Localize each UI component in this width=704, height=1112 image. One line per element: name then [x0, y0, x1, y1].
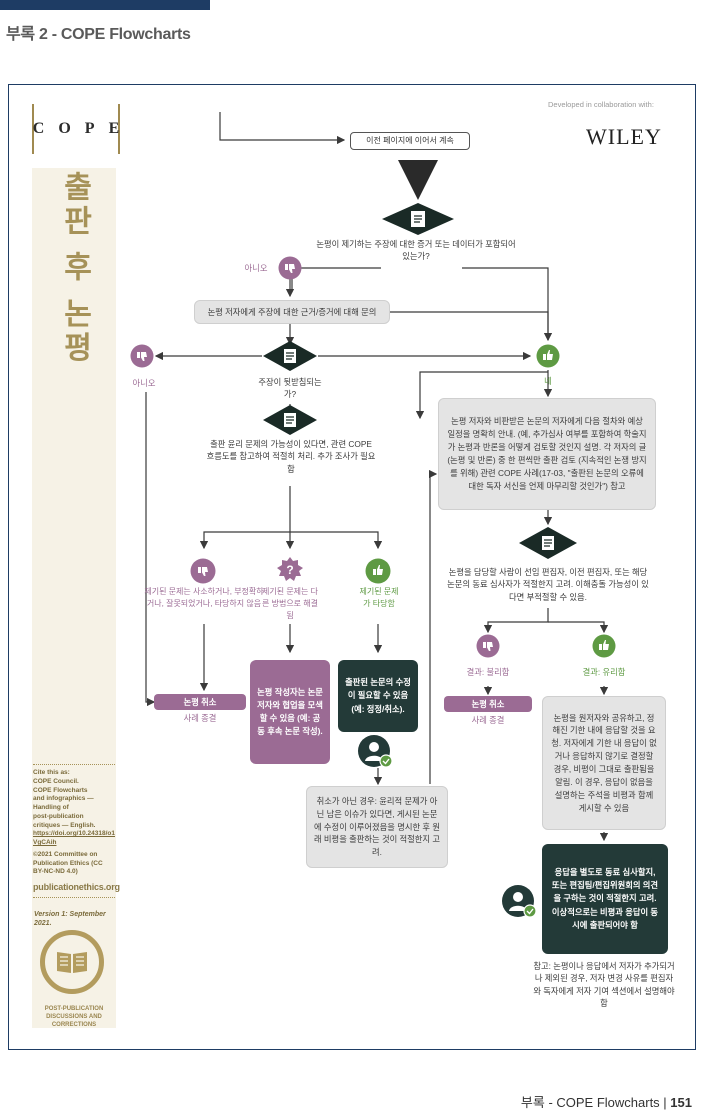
cite-line: Cite this as: — [33, 769, 70, 776]
cite-line: post-publication — [33, 812, 84, 820]
logo-letter-p: P — [84, 120, 95, 137]
branch-resolved: 제기된 문제는 다른 방법으로 해결됨 — [262, 587, 318, 620]
book-badge-icon — [40, 930, 104, 994]
correction-box: 출판된 논문의 수정이 필요할 수 있음 (예: 정정/취소). — [338, 660, 418, 732]
person-check-icon — [502, 885, 537, 918]
start-node: 이전 페이지에 이어서 계속 — [350, 132, 470, 150]
logo-letter-c: C — [32, 120, 45, 137]
author-change-note: 참고: 논평이나 응답에서 저자가 추가되거나 제외된 경우, 저자 변경 사유… — [533, 961, 675, 1009]
peer-review-box: 응답을 별도로 동료 심사할지, 또는 편집팀/편집위원회의 의견을 구하는 것… — [542, 844, 668, 954]
cite-line: COPE Flowcharts — [33, 786, 88, 794]
document-icon — [542, 536, 554, 550]
cite-line: and infographics — — [33, 795, 94, 803]
question-supported: 주장이 뒷받침되는가? — [258, 377, 322, 400]
branch-valid: 제기된 문제가 타당함 — [359, 587, 399, 608]
ethics-check-text: 출판 윤리 문제의 가능성이 있다면, 관련 COPE 흐름도를 참고하여 적절… — [206, 439, 376, 474]
cite-line: Handling of — [33, 804, 69, 812]
question-evidence: 논평이 제기하는 주장에 대한 증거 또는 데이터가 포함되어 있는가? — [316, 239, 516, 262]
result-unfavorable: 결과: 불리함 — [466, 667, 510, 677]
logo-letter-o: O — [58, 120, 71, 137]
puzzle-star-icon: ? — [277, 557, 303, 581]
ask-author-box: 논평 저자에게 주장에 대한 근거/증거에 대해 문의 — [194, 300, 390, 324]
decision-diamond-2 — [263, 341, 317, 371]
document-icon — [284, 349, 296, 363]
doi-link[interactable]: https://doi.org/10.24318/o1VgCAih — [33, 830, 115, 847]
decision-diamond-3 — [263, 405, 317, 435]
sidebar-title: 출판 후 논평 — [32, 168, 116, 368]
developed-with-text: Developed in collaboration with: — [548, 100, 654, 109]
decision-diamond-4 — [519, 527, 577, 559]
version-text: Version 1: September 2021. — [34, 911, 106, 928]
thumbs-down-icon — [130, 344, 154, 368]
cite-line: COPE Council. — [33, 777, 79, 785]
thumbs-up-icon — [536, 344, 560, 368]
logo-letter-e: E — [108, 120, 120, 137]
thumbs-up-icon — [365, 558, 391, 584]
cope-logo: C O P E — [32, 104, 120, 154]
sidebar-title-text: 출판 후 논평 — [58, 170, 91, 366]
footer-label: 부록 - COPE Flowcharts | — [520, 1095, 671, 1110]
cancel-comment-left: 논평 취소 — [154, 694, 246, 710]
page-number: 151 — [670, 1095, 692, 1110]
thumbs-up-icon — [592, 634, 616, 658]
wiley-logo: WILEY — [586, 124, 662, 149]
thumbs-down-icon — [278, 256, 302, 280]
top-accent-bar — [0, 0, 210, 10]
no-label: 아니오 — [132, 378, 156, 388]
svg-text:?: ? — [286, 563, 293, 577]
page-footer: 부록 - COPE Flowcharts | 151 — [521, 1092, 692, 1111]
cite-line: critiques — English. — [33, 821, 96, 829]
case-closed-left: 사례 종결 — [183, 713, 217, 723]
thumbs-down-icon — [190, 558, 216, 584]
flowchart-frame — [8, 84, 696, 1050]
thumbs-down-icon — [476, 634, 500, 658]
case-closed-right: 사례 종결 — [471, 715, 505, 725]
non-retraction-box: 취소가 아닌 경우: 윤리적 문제가 아닌 남은 이슈가 있다면, 게시된 논문… — [306, 786, 448, 868]
cancel-comment-right: 논평 취소 — [444, 696, 532, 712]
yes-label: 네 — [544, 376, 552, 386]
site-link[interactable]: publicationethics.org — [33, 882, 120, 893]
no-label: 아니오 — [244, 263, 268, 273]
process-guidance-box: 논평 저자와 비판받은 논문의 저자에게 다음 절차와 예상 일정을 명확히 안… — [438, 398, 656, 510]
person-check-icon — [358, 735, 393, 768]
result-favorable: 결과: 유리함 — [582, 667, 626, 677]
share-with-author-box: 논평을 원저자와 공유하고, 정해진 기한 내에 응답할 것을 요청. 저자에게… — [542, 696, 666, 830]
assign-editor-text: 논평을 담당할 사람이 선임 편집자, 이전 편집자, 또는 해당 논문의 동료… — [447, 567, 649, 602]
decision-diamond-1 — [382, 203, 454, 235]
badge-caption: POST-PUBLICATION DISCUSSIONS AND CORRECT… — [44, 1006, 104, 1028]
citation-block: Cite this as: COPE Council. COPE Flowcha… — [33, 764, 120, 899]
page-header: 부록 2 - COPE Flowcharts — [6, 26, 191, 43]
sidebar-panel — [32, 168, 116, 1028]
document-icon — [284, 413, 296, 427]
copyright-text: ©2021 Committee on Publication Ethics (C… — [33, 850, 103, 876]
document-icon — [411, 211, 425, 227]
branch-minor: 제기된 문제는 사소하거나, 부정확하거나, 잘못되었거나, 타당하지 않음 — [144, 587, 264, 608]
collaboration-box: 논평 작성자는 논문 저자와 협업을 모색할 수 있음 (예: 공동 후속 논문… — [250, 660, 330, 764]
